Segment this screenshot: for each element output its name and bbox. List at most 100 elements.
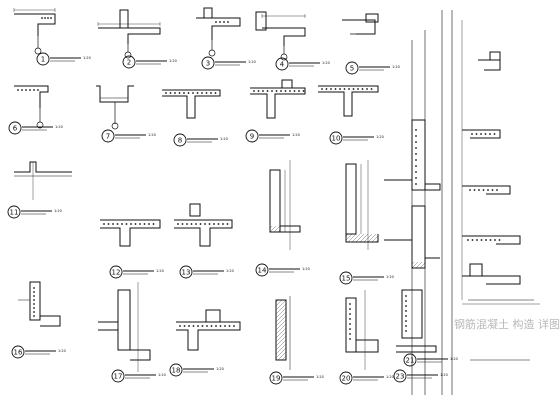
rebar-dot — [50, 17, 52, 19]
detail-number: 8 — [178, 137, 182, 145]
rebar-dot — [226, 223, 229, 225]
section-outline — [462, 129, 501, 139]
rebar-dot — [289, 90, 291, 92]
rebar-dot — [219, 21, 221, 23]
rebar-dot — [275, 90, 278, 92]
hatch-line — [275, 335, 287, 347]
rebar-dot — [480, 133, 482, 135]
scale-label: 1:20 — [83, 56, 91, 60]
rebar-dot — [415, 129, 417, 131]
detail-number: 10 — [332, 135, 341, 143]
detail-number: 18 — [172, 367, 181, 375]
rebar-dot — [130, 223, 132, 225]
hatch-line — [269, 225, 277, 233]
hatch-line — [275, 323, 287, 335]
section-outline — [174, 219, 233, 247]
rebar-dot — [214, 92, 217, 94]
rebar-dot — [482, 189, 485, 191]
hatch-line — [275, 315, 287, 327]
scale-label: 1:20 — [156, 269, 164, 273]
rebar-dot — [222, 223, 224, 225]
rebar-dot — [188, 325, 190, 327]
detail-number-circle — [345, 61, 359, 75]
scale-label: 1:20 — [392, 65, 400, 69]
detail-number-circle — [36, 52, 50, 66]
detail-number-circle — [169, 363, 183, 377]
rebar-dot — [177, 223, 179, 225]
detail-number: 11 — [10, 209, 19, 217]
section-outline — [14, 161, 72, 173]
section-outline — [40, 315, 61, 327]
rebar-dot — [405, 315, 407, 317]
section-outline — [469, 263, 483, 277]
scale-label: 1:20 — [220, 137, 228, 141]
rebar-dot — [415, 177, 417, 179]
rebar-dot — [298, 90, 300, 92]
hatch-line — [367, 233, 377, 243]
detail-number-circle — [275, 57, 289, 71]
rebar-dot — [473, 189, 476, 191]
hatch-line — [363, 233, 373, 243]
rebar-dot — [139, 223, 141, 225]
detail-number-circle — [122, 55, 136, 69]
rebar-dot — [325, 88, 328, 90]
scale-label: 1:20 — [55, 125, 63, 129]
rebar-dot — [284, 90, 287, 92]
scale-label: 1:20 — [216, 367, 224, 371]
rebar-dot — [357, 88, 359, 90]
rebar-dot — [471, 239, 474, 241]
grid-bubble — [208, 49, 216, 57]
rebar-dot — [44, 17, 46, 19]
hatch-line — [275, 347, 287, 359]
rebar-dot — [17, 89, 19, 91]
rebar-dot — [199, 223, 202, 225]
hatch-line — [359, 233, 369, 243]
rebar-dot — [257, 90, 260, 92]
detail-marker: 18 1:20 — [169, 363, 224, 377]
hatch-line — [411, 261, 419, 269]
section-outline — [478, 59, 501, 71]
rebar-dot — [33, 295, 35, 297]
rebar-dot — [271, 90, 273, 92]
rebar-dot — [208, 223, 211, 225]
rebar-dot — [125, 223, 128, 225]
detail-number: 23 — [396, 373, 405, 381]
rebar-dot — [489, 239, 492, 241]
wall-section — [269, 169, 281, 233]
scale-label: 1:20 — [58, 349, 66, 353]
rebar-dot — [491, 189, 494, 191]
section-outline — [98, 27, 161, 44]
hatch-line — [355, 233, 365, 243]
detail-number: 20 — [342, 375, 351, 383]
rebar-dot — [471, 133, 473, 135]
rebar-dot — [215, 21, 217, 23]
rebar-dot — [33, 287, 35, 289]
wall-section — [411, 119, 426, 191]
section-outline — [196, 17, 241, 40]
detail-number-circle — [7, 205, 21, 219]
rebar-dot — [181, 223, 184, 225]
rebar-dot — [174, 92, 176, 94]
rebar-dot — [467, 239, 469, 241]
rebar-dot — [349, 303, 351, 305]
rebar-dot — [169, 92, 172, 94]
rebar-dot — [405, 330, 407, 332]
section-outline — [262, 27, 306, 46]
rebar-dot — [302, 90, 305, 92]
